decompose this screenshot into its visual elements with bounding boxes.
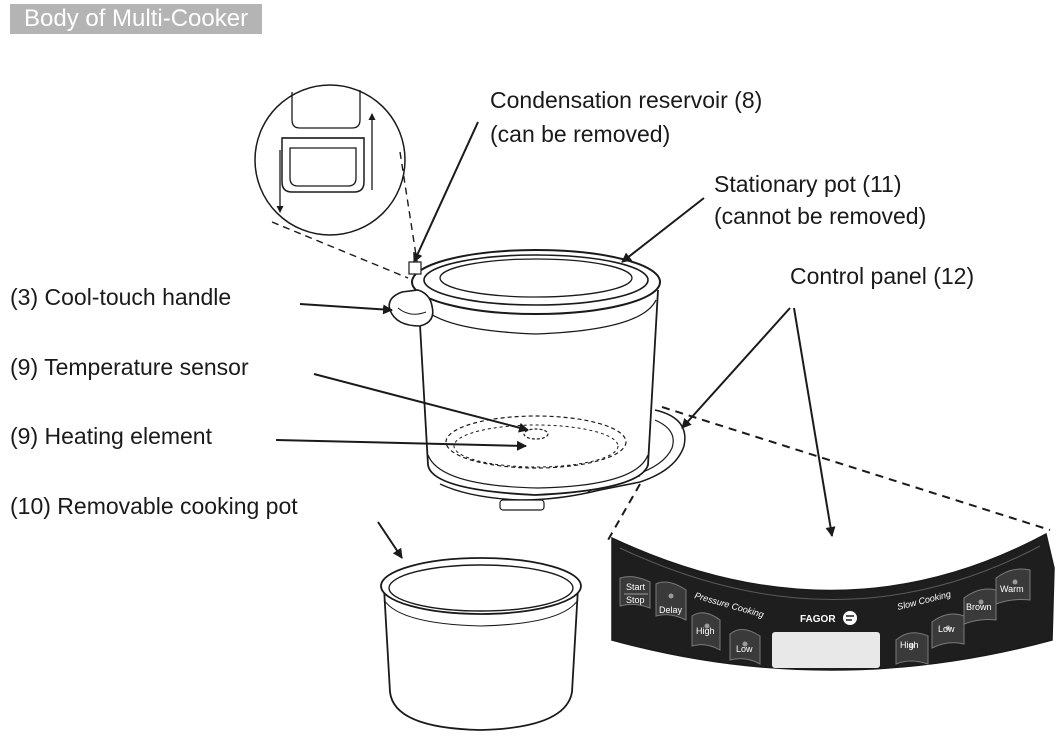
panel-pressure-high-label: High	[696, 626, 715, 636]
brown-button	[963, 588, 997, 625]
section-title: Body of Multi-Cooker	[10, 4, 263, 34]
control-panel-arrow-body	[681, 307, 791, 429]
cool-touch-handle	[388, 261, 434, 327]
panel-slow-low-label: Low	[938, 624, 955, 634]
heating-element-label: (9) Heating element	[10, 423, 212, 449]
panel-warm-label: Warm	[1000, 584, 1024, 594]
reservoir-detail-circle	[254, 84, 406, 236]
removable-pot-arrow	[377, 521, 403, 559]
panel-pressure-low-label: Low	[736, 644, 753, 654]
temperature-sensor-label: (9) Temperature sensor	[10, 354, 249, 380]
panel-stop-label: Stop	[626, 595, 645, 605]
brand-logo-icon	[843, 611, 857, 625]
removable-pot-label: (10) Removable cooking pot	[10, 493, 298, 519]
start-stop-button	[619, 576, 651, 609]
heating-element-arrow	[275, 439, 527, 451]
panel-start-label: Start	[626, 582, 646, 592]
panel-brand: FAGOR	[800, 614, 836, 625]
control-panel: Start Stop Delay Pressure Cooking High L…	[611, 532, 1055, 671]
warm-button	[995, 568, 1031, 605]
panel-delay-label: Delay	[659, 605, 683, 615]
handle-label: (3) Cool-touch handle	[10, 284, 232, 310]
panel-slow-high-label: High	[900, 640, 919, 650]
cooker-body	[411, 249, 661, 496]
stationary-pot-sublabel: (cannot be removed)	[714, 203, 927, 229]
panel-brown-label: Brown	[966, 602, 992, 612]
temperature-sensor-arrow	[313, 373, 529, 433]
pressure-high-button	[691, 612, 721, 651]
slow-low-button	[931, 613, 965, 649]
condensation-reservoir-label: Condensation reservoir (8)	[490, 87, 763, 113]
removable-cooking-pot	[380, 557, 582, 731]
pressure-low-button	[729, 629, 761, 665]
delay-button	[655, 581, 687, 621]
stationary-pot-label: Stationary pot (11)	[714, 171, 902, 197]
handle-arrow	[299, 303, 393, 315]
control-panel-display	[772, 632, 880, 668]
stationary-pot-arrow	[621, 197, 705, 263]
condensation-reservoir-arrow	[413, 121, 479, 263]
control-panel-label: Control panel (12)	[790, 263, 975, 289]
control-panel-arrow-detail	[793, 307, 836, 537]
condensation-reservoir-sublabel: (can be removed)	[490, 121, 671, 147]
